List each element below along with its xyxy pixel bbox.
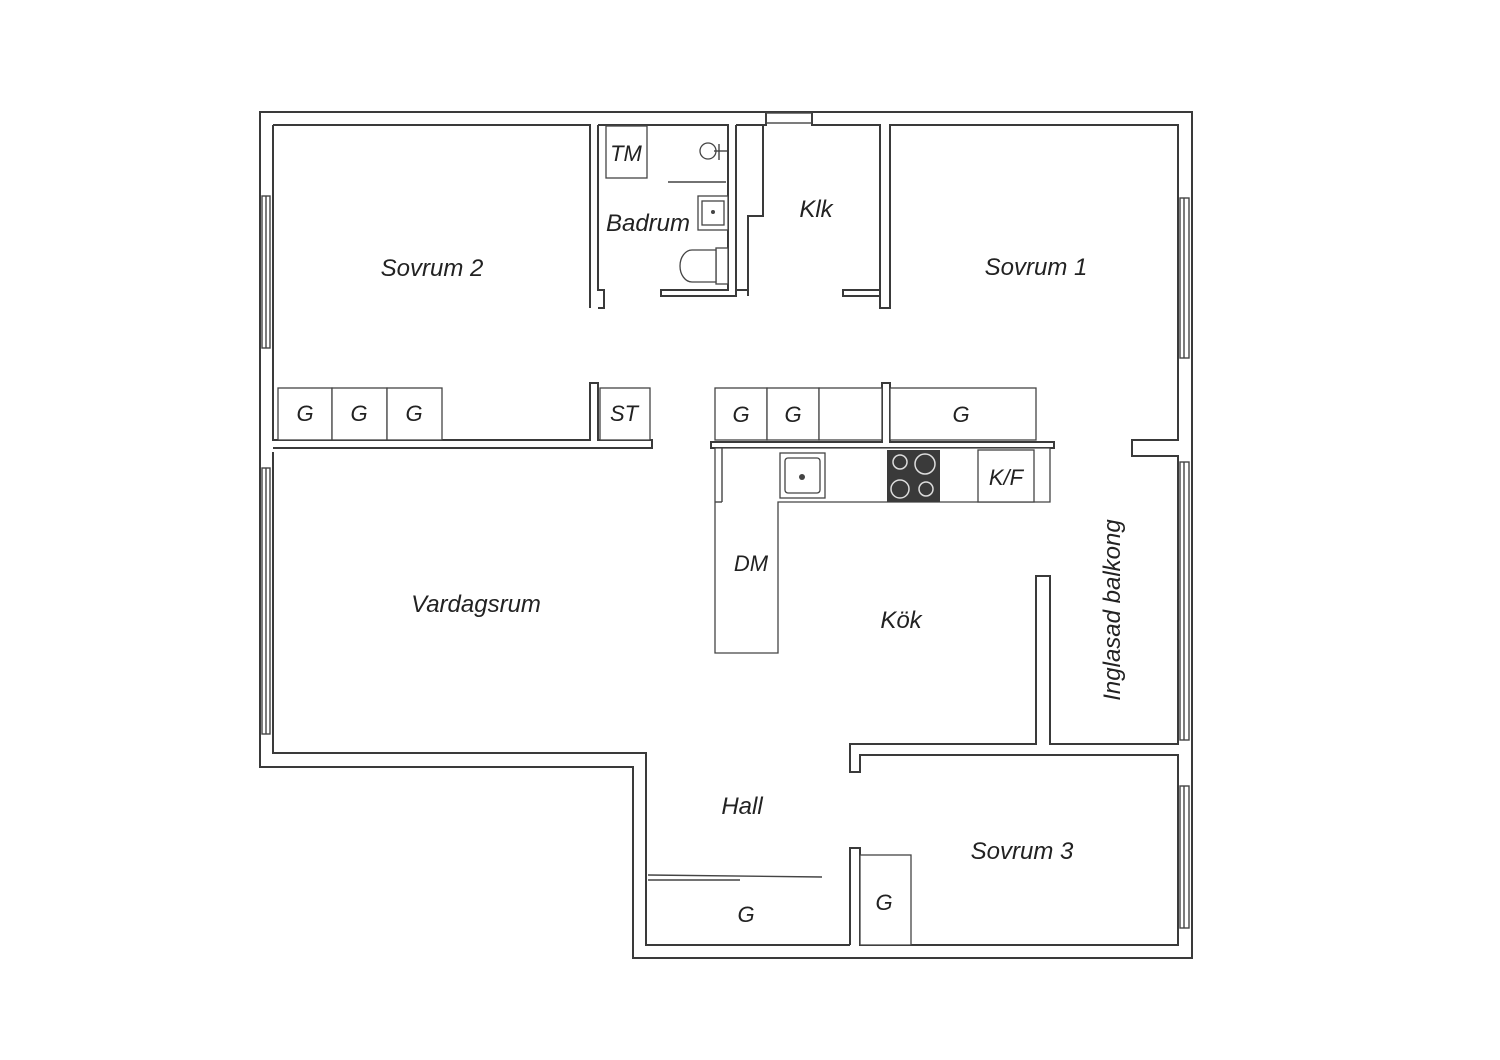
label-g: G (784, 402, 801, 427)
hall-wardrobe (647, 874, 823, 881)
label-dm: DM (734, 551, 769, 576)
label-kf: K/F (989, 465, 1025, 490)
wardrobes-kitchen (714, 387, 1037, 441)
label-tm: TM (610, 141, 642, 166)
label-g: G (875, 890, 892, 915)
label-g: G (405, 401, 422, 426)
stove-icon (887, 450, 940, 502)
label-hall: Hall (721, 793, 763, 820)
label-g: G (296, 401, 313, 426)
label-g: G (350, 401, 367, 426)
label-sovrum-1: Sovrum 1 (985, 254, 1088, 281)
label-sovrum-3: Sovrum 3 (971, 838, 1074, 865)
label-g: G (732, 402, 749, 427)
label-inglasad-balkong: Inglasad balkong (1099, 519, 1126, 701)
room-labels: Sovrum 2 Badrum Klk Sovrum 1 Vardagsrum … (381, 196, 1126, 865)
windows (261, 112, 1190, 929)
label-g: G (737, 902, 754, 927)
sink-icon (697, 195, 729, 231)
label-st: ST (610, 401, 640, 426)
label-sovrum-2: Sovrum 2 (381, 255, 484, 282)
shower-icon (699, 142, 727, 160)
label-vardagsrum: Vardagsrum (411, 591, 541, 618)
kitchen-counter (714, 447, 1051, 654)
label-g: G (952, 402, 969, 427)
sovrum3-wardrobe (859, 854, 912, 946)
fridge-freezer (977, 449, 1035, 503)
wardrobes-sovrum2 (277, 387, 443, 441)
fixture-labels: TM G G G ST G G G K/F DM G G (296, 141, 1024, 927)
label-klk: Klk (799, 196, 834, 223)
label-badrum: Badrum (606, 210, 690, 237)
toilet-icon (679, 247, 729, 285)
storage-closet (599, 387, 651, 441)
label-kok: Kök (880, 607, 923, 634)
washing-machine (605, 125, 648, 179)
kitchen-sink-icon (779, 452, 826, 499)
